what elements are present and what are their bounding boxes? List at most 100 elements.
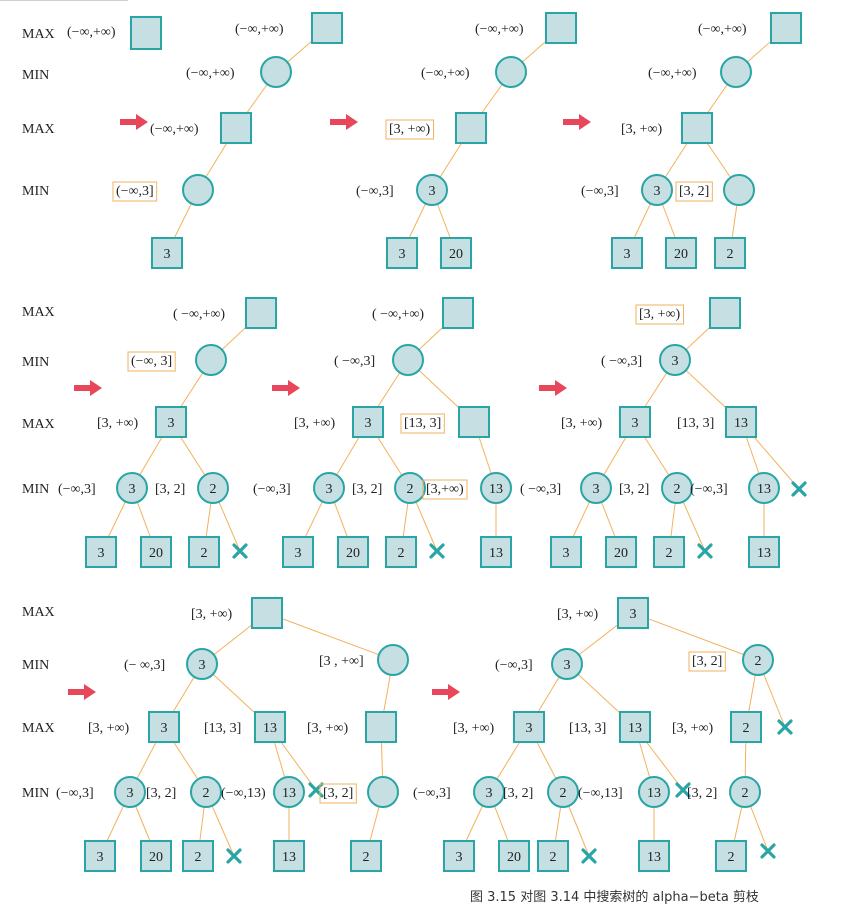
interval-label: [3,+∞)	[426, 482, 464, 497]
interval-label: ( −∞,+∞)	[173, 307, 225, 322]
pruned-cross-icon	[697, 543, 713, 559]
interval-label: [3, +∞)	[307, 721, 349, 736]
min-node	[580, 472, 612, 504]
min-node	[195, 344, 227, 376]
interval-label: ( −∞,3]	[334, 354, 375, 369]
max-node	[619, 711, 651, 743]
node-value: 3	[486, 786, 493, 801]
leaf-node	[140, 536, 172, 568]
node-value: 3	[199, 658, 206, 673]
node-value: 3	[632, 416, 639, 431]
interval-label: (− ∞,3]	[124, 658, 165, 673]
row-label-min: MIN	[22, 482, 49, 497]
interval-label: (−∞,3]	[116, 184, 154, 199]
node-value: 3	[654, 184, 661, 199]
min-node	[367, 776, 399, 808]
row-label-min: MIN	[22, 355, 49, 370]
leaf-node	[611, 237, 643, 269]
current-step-arrow-icon	[432, 684, 460, 700]
interval-label: (−∞,+∞)	[648, 66, 697, 81]
interval-label: [3, 2]	[679, 184, 709, 199]
min-node	[116, 472, 148, 504]
pruned-cross-icon	[232, 543, 248, 559]
interval-label: (−∞, 3]	[131, 354, 172, 369]
leaf-node	[714, 237, 746, 269]
max-node	[455, 112, 487, 144]
node-value: 2	[201, 546, 208, 561]
max-node	[770, 12, 802, 44]
min-node	[473, 776, 505, 808]
interval-label: (−∞,3]	[413, 786, 451, 801]
leaf-node	[84, 840, 116, 872]
node-value: 13	[628, 721, 642, 736]
node-value: 13	[489, 546, 503, 561]
row-label-max: MAX	[22, 27, 55, 42]
interval-label: [3, +∞)	[561, 416, 603, 431]
node-value: 3	[456, 850, 463, 865]
min-node	[742, 644, 774, 676]
highlight-box	[635, 304, 685, 325]
max-node	[681, 112, 713, 144]
node-value: 2	[560, 786, 567, 801]
min-node	[260, 56, 292, 88]
leaf-node	[140, 840, 172, 872]
node-value: 3	[429, 184, 436, 199]
node-value: 2	[407, 482, 414, 497]
leaf-node	[282, 536, 314, 568]
leaf-node	[273, 840, 305, 872]
node-value: 3	[624, 247, 631, 262]
interval-label: (−∞,+∞)	[421, 66, 470, 81]
max-node	[251, 597, 283, 629]
min-node	[551, 648, 583, 680]
leaf-node	[85, 536, 117, 568]
node-value: 2	[550, 850, 557, 865]
interval-label: [3, +∞)	[453, 721, 495, 736]
pruned-cross-icon	[777, 719, 793, 735]
min-node	[114, 776, 146, 808]
node-value: 3	[98, 546, 105, 561]
interval-label: [3 , +∞]	[319, 654, 364, 669]
interval-label: (−∞,3]	[356, 184, 394, 199]
node-value: 13	[282, 850, 296, 865]
node-value: 3	[295, 546, 302, 561]
min-node	[394, 472, 426, 504]
node-value: 20	[149, 546, 163, 561]
max-node	[730, 711, 762, 743]
interval-label: (−∞,3]	[495, 658, 533, 673]
node-value: 13	[734, 416, 748, 431]
min-node	[661, 472, 693, 504]
node-value: 13	[647, 786, 661, 801]
pruned-cross-icon	[429, 543, 445, 559]
interval-label: (−∞,+∞)	[475, 22, 524, 37]
row-label-max: MAX	[22, 122, 55, 137]
node-value: 2	[398, 546, 405, 561]
min-node	[197, 472, 229, 504]
leaf-node	[386, 237, 418, 269]
panel-p7: [3, +∞)3(− ∞,3][3 , +∞]3[3, +∞)13[13, 3]…	[56, 597, 409, 872]
row-label-min: MIN	[22, 786, 49, 801]
tree-edge	[266, 612, 394, 661]
max-node	[365, 711, 397, 743]
node-value: 3	[97, 850, 104, 865]
interval-label: [3, 2]	[155, 482, 185, 497]
leaf-node	[653, 536, 685, 568]
max-node	[311, 12, 343, 44]
node-value: 2	[195, 850, 202, 865]
leaf-node	[480, 536, 512, 568]
interval-label: [3, 2]	[146, 786, 176, 801]
max-node	[155, 406, 187, 438]
panel-p1: (−∞,+∞)(−∞,+∞)(−∞,+∞)(−∞,3]3	[112, 12, 343, 269]
min-node	[729, 776, 761, 808]
interval-label: [3, 2]	[692, 654, 722, 669]
min-node	[480, 472, 512, 504]
node-value: 13	[263, 721, 277, 736]
node-value: 2	[666, 546, 673, 561]
leaf-node	[443, 840, 475, 872]
figure-caption: 图 3.15 对图 3.14 中搜索树的 alpha−beta 剪枝	[470, 890, 759, 905]
node-value: 3	[127, 786, 134, 801]
min-node	[641, 174, 673, 206]
highlight-box	[112, 181, 158, 202]
